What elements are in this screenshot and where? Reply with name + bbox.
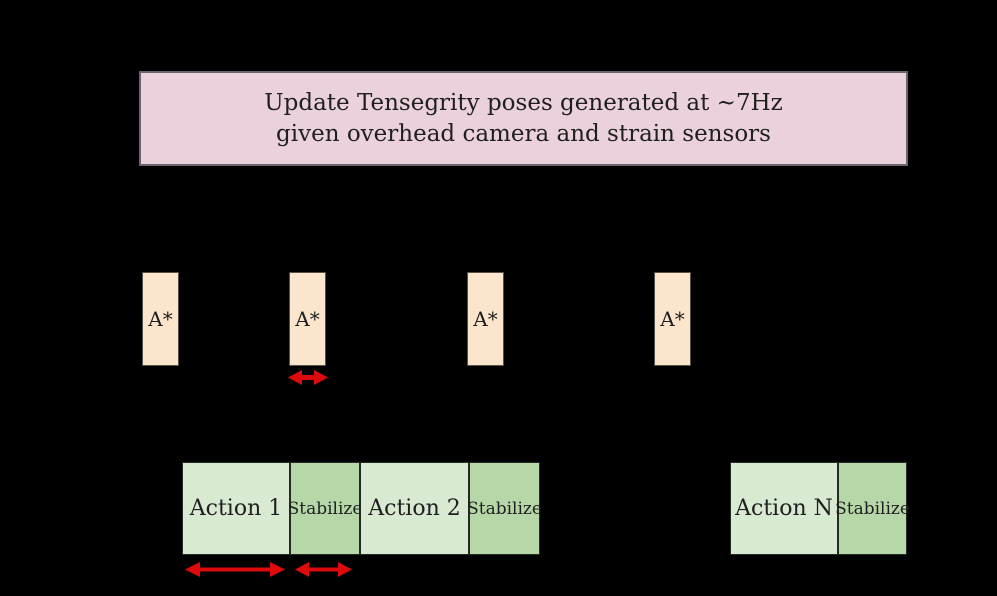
planner-box-2: A* — [289, 272, 326, 366]
replan-interval-arrow-icon — [287, 369, 329, 386]
timeline-segment-action-2: Action 2 — [360, 462, 469, 555]
planner-label: A* — [473, 307, 498, 331]
planner-box-4: A* — [654, 272, 691, 366]
segment-label: Stabilize — [467, 498, 542, 519]
planner-label: A* — [295, 307, 320, 331]
segment-label: Action N — [735, 496, 833, 521]
segment-label: Stabilize — [287, 498, 363, 519]
action-duration-arrow-icon — [184, 561, 286, 578]
planner-label: A* — [148, 307, 173, 331]
planner-box-1: A* — [142, 272, 179, 366]
update-banner-line2: given overhead camera and strain sensors — [276, 120, 771, 147]
segment-label: Action 1 — [189, 496, 283, 521]
update-banner: Update Tensegrity poses generated at ~7H… — [139, 71, 908, 166]
planner-label: A* — [660, 307, 685, 331]
timeline-segment-stabilize-2: Stabilize — [467, 462, 542, 555]
segment-label: Action 2 — [368, 496, 461, 521]
timeline-segment-stabilize-n: Stabilize — [835, 462, 910, 555]
timeline-segment-action-n: Action N — [730, 462, 838, 555]
stabilize-duration-arrow-icon — [294, 561, 353, 578]
segment-label: Stabilize — [835, 498, 910, 519]
update-banner-line1: Update Tensegrity poses generated at ~7H… — [264, 89, 783, 116]
planner-box-3: A* — [467, 272, 504, 366]
timeline-segment-stabilize-1: Stabilize — [287, 462, 363, 555]
timeline-segment-action-1: Action 1 — [182, 462, 290, 555]
